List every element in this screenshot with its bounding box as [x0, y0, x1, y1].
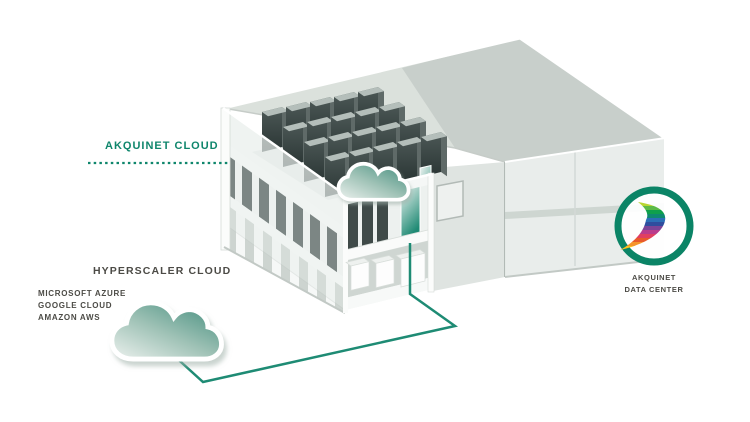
building-roof-shaded — [402, 38, 665, 162]
roof-edge-highlight — [222, 36, 666, 140]
data-center-badge — [614, 186, 694, 266]
hyperscaler-cloud-label: HYPERSCALER CLOUD — [93, 265, 231, 277]
data-center-label-line2: DATA CENTER — [625, 285, 684, 294]
courtyard-wall — [433, 162, 505, 291]
akquinet-cloud-label: AKQUINET CLOUD — [105, 140, 219, 152]
data-center-building — [220, 36, 666, 314]
data-center-label-line1: AKQUINET — [632, 273, 676, 282]
provider-label-google: GOOGLE CLOUD — [38, 301, 112, 310]
racks-behind-glass — [223, 152, 345, 278]
courtyard-door — [436, 180, 464, 222]
storage-boxes — [345, 249, 426, 291]
network-connector-line — [170, 243, 459, 384]
corner-post — [220, 107, 231, 251]
upper-floor-slab — [223, 141, 345, 239]
hyperscaler-cloud-icon — [112, 303, 222, 359]
ground-floor-colonnade — [223, 202, 345, 313]
provider-label-azure: MICROSOFT AZURE — [38, 289, 126, 298]
diagram-labels: AKQUINET CLOUD HYPERSCALER CLOUD MICROSO… — [38, 140, 683, 322]
mid-floor-slab — [223, 191, 345, 289]
provider-label-aws: AMAZON AWS — [38, 313, 100, 322]
building-left-wall — [220, 107, 346, 314]
